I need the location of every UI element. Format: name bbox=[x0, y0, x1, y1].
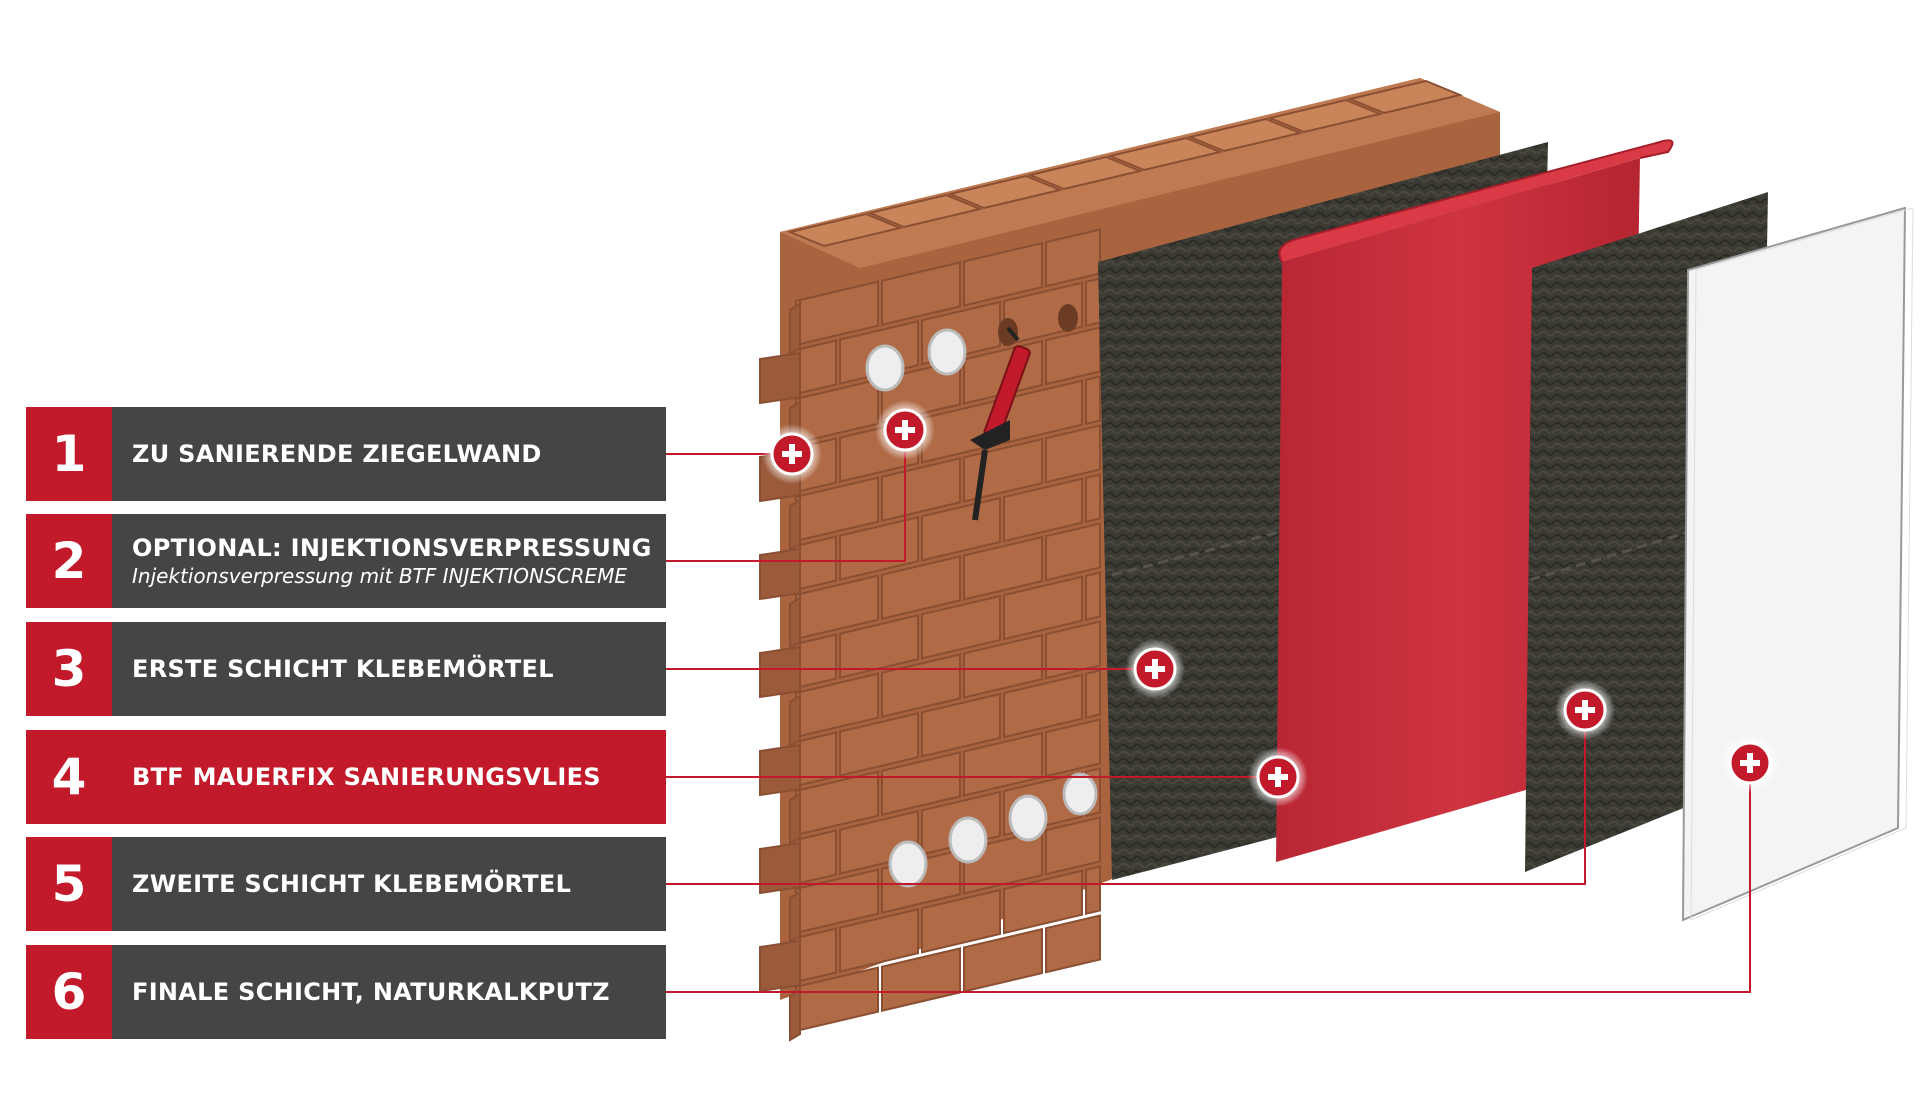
legend-title: ZWEITE SCHICHT KLEBEMÖRTEL bbox=[132, 870, 572, 898]
brick-top bbox=[1106, 136, 1224, 172]
brick-end bbox=[789, 988, 801, 1042]
brick bbox=[1045, 522, 1101, 582]
brick-end bbox=[789, 694, 801, 748]
legend-row-3[interactable]: 3 ERSTE SCHICHT KLEBEMÖRTEL bbox=[26, 622, 666, 716]
legend-number: 1 bbox=[26, 407, 112, 501]
legend-number: 5 bbox=[26, 837, 112, 931]
brick-end bbox=[789, 498, 801, 552]
legend-number: 4 bbox=[26, 730, 112, 824]
hotspots bbox=[762, 400, 1780, 807]
brick bbox=[1085, 277, 1101, 328]
brick bbox=[839, 908, 919, 973]
brick bbox=[963, 241, 1043, 307]
legend-title: BTF MAUERFIX SANIERUNGSVLIES bbox=[132, 763, 601, 791]
brick bbox=[921, 594, 1001, 660]
brick-top bbox=[946, 174, 1064, 210]
brick bbox=[963, 633, 1043, 699]
brick-top bbox=[786, 212, 904, 248]
brick bbox=[881, 555, 961, 620]
brick-top bbox=[1266, 98, 1384, 134]
legend-text: ZU SANIERENDE ZIEGELWAND bbox=[112, 407, 666, 501]
brick bbox=[1085, 375, 1101, 426]
legend-text: ZWEITE SCHICHT KLEBEMÖRTEL bbox=[112, 837, 666, 931]
brick-end bbox=[759, 547, 801, 601]
brick-top bbox=[1026, 155, 1144, 191]
brick-end bbox=[759, 743, 801, 797]
brick bbox=[1045, 620, 1101, 680]
injection-holes bbox=[865, 304, 1098, 888]
legend-row-1[interactable]: 1 ZU SANIERENDE ZIEGELWAND bbox=[26, 407, 666, 501]
brick bbox=[921, 496, 1001, 562]
brick-stepped-edge bbox=[759, 79, 1464, 1042]
brick bbox=[799, 535, 837, 591]
brick bbox=[963, 927, 1043, 993]
brick bbox=[1085, 473, 1101, 524]
brick bbox=[1045, 816, 1101, 876]
legend-row-6[interactable]: 6 FINALE SCHICHT, NATURKALKPUTZ bbox=[26, 945, 666, 1039]
legend-row-5[interactable]: 5 ZWEITE SCHICHT KLEBEMÖRTEL bbox=[26, 837, 666, 931]
brick bbox=[1003, 575, 1083, 641]
brick-end bbox=[789, 596, 801, 650]
plus-circle-icon[interactable] bbox=[1248, 747, 1308, 807]
brick bbox=[799, 829, 837, 885]
plus-circle-icon[interactable] bbox=[1125, 639, 1185, 699]
brick bbox=[799, 927, 837, 983]
brick bbox=[921, 888, 1001, 954]
brick bbox=[1045, 424, 1101, 484]
legend-title: ERSTE SCHICHT KLEBEMÖRTEL bbox=[132, 655, 554, 683]
legend-row-4[interactable]: 4 BTF MAUERFIX SANIERUNGSVLIES bbox=[26, 730, 666, 824]
legend-title: OPTIONAL: INJEKTIONSVERPRESSUNG bbox=[132, 534, 652, 562]
brick bbox=[1045, 914, 1101, 974]
brick-top bbox=[866, 193, 984, 229]
naturkalkputz-layer bbox=[1681, 206, 1907, 922]
brick bbox=[1085, 865, 1101, 916]
legend-number: 2 bbox=[26, 514, 112, 608]
brick bbox=[839, 614, 919, 679]
legend-text: FINALE SCHICHT, NATURKALKPUTZ bbox=[112, 945, 666, 1039]
brick-end bbox=[789, 792, 801, 846]
connector-lines bbox=[666, 430, 1751, 993]
plus-circle-icon[interactable] bbox=[875, 400, 935, 460]
brick bbox=[921, 692, 1001, 758]
brick-end bbox=[759, 939, 801, 993]
legend-text: BTF MAUERFIX SANIERUNGSVLIES bbox=[112, 730, 666, 824]
legend-subtitle: Injektionsverpressung mit BTF INJEKTIONS… bbox=[132, 564, 628, 588]
injection-gun-icon bbox=[970, 326, 1031, 521]
brick-top bbox=[1346, 79, 1464, 115]
brick bbox=[839, 712, 919, 777]
brick bbox=[881, 751, 961, 816]
brick bbox=[1085, 669, 1101, 720]
brick bbox=[1003, 477, 1083, 543]
plus-circle-icon[interactable] bbox=[1720, 733, 1780, 793]
brick bbox=[881, 261, 961, 326]
brick bbox=[1003, 869, 1083, 935]
brick bbox=[799, 633, 837, 689]
brick-top bbox=[1186, 117, 1304, 153]
brick-end bbox=[789, 890, 801, 944]
legend-text: ERSTE SCHICHT KLEBEMÖRTEL bbox=[112, 622, 666, 716]
brick bbox=[963, 535, 1043, 601]
brick-end bbox=[759, 841, 801, 895]
brick bbox=[839, 516, 919, 581]
brick bbox=[799, 339, 837, 395]
plus-circle-icon[interactable] bbox=[1555, 680, 1615, 740]
brick-end bbox=[789, 302, 801, 356]
legend-title: FINALE SCHICHT, NATURKALKPUTZ bbox=[132, 978, 610, 1006]
brick bbox=[1085, 571, 1101, 622]
legend-title: ZU SANIERENDE ZIEGELWAND bbox=[132, 440, 542, 468]
plus-circle-icon[interactable] bbox=[762, 424, 822, 484]
brick bbox=[1003, 673, 1083, 739]
legend-number: 6 bbox=[26, 945, 112, 1039]
brick bbox=[881, 457, 961, 522]
brick-end bbox=[759, 351, 801, 405]
brick-end bbox=[759, 645, 801, 699]
brick bbox=[1045, 326, 1101, 386]
legend-number: 3 bbox=[26, 622, 112, 716]
brick bbox=[1045, 718, 1101, 778]
